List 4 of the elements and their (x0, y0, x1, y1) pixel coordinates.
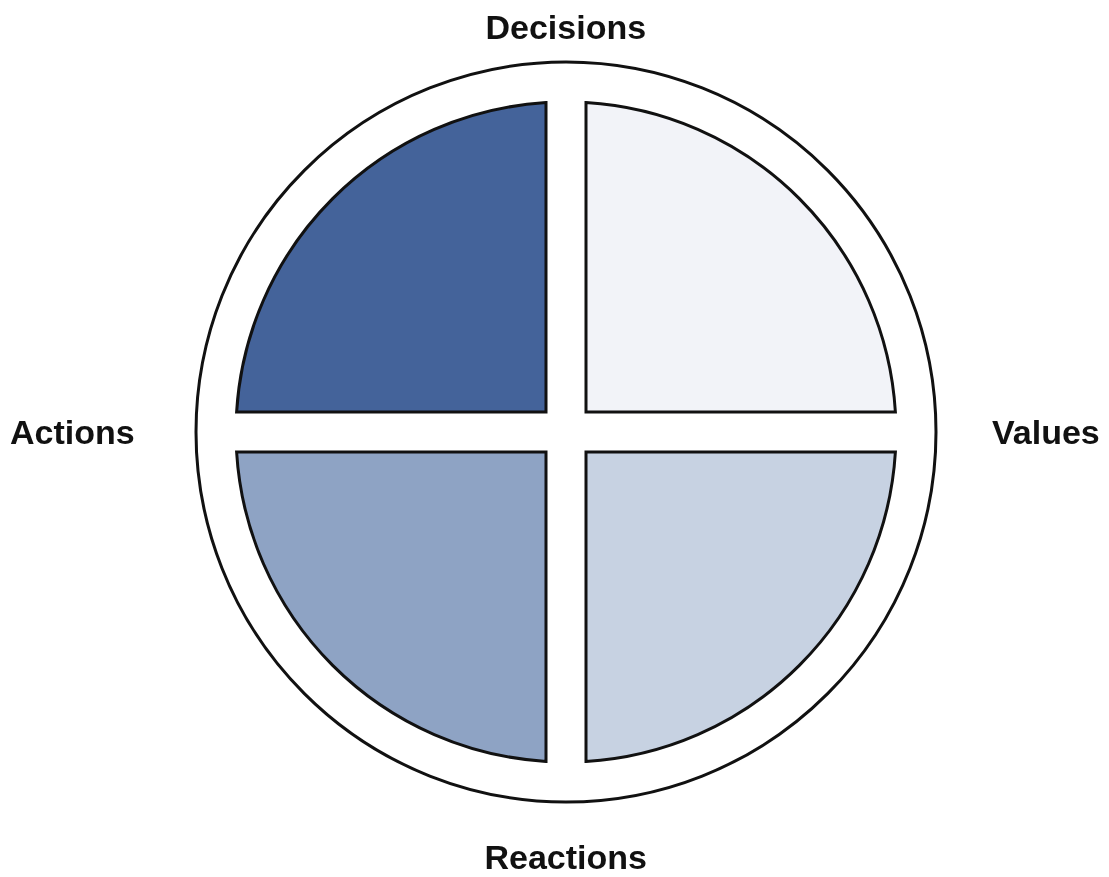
axis-label: Values (992, 415, 1100, 449)
axis-label: Actions (10, 415, 135, 449)
axis-label: Decisions (485, 10, 647, 44)
axis-label: Reactions (484, 840, 647, 874)
